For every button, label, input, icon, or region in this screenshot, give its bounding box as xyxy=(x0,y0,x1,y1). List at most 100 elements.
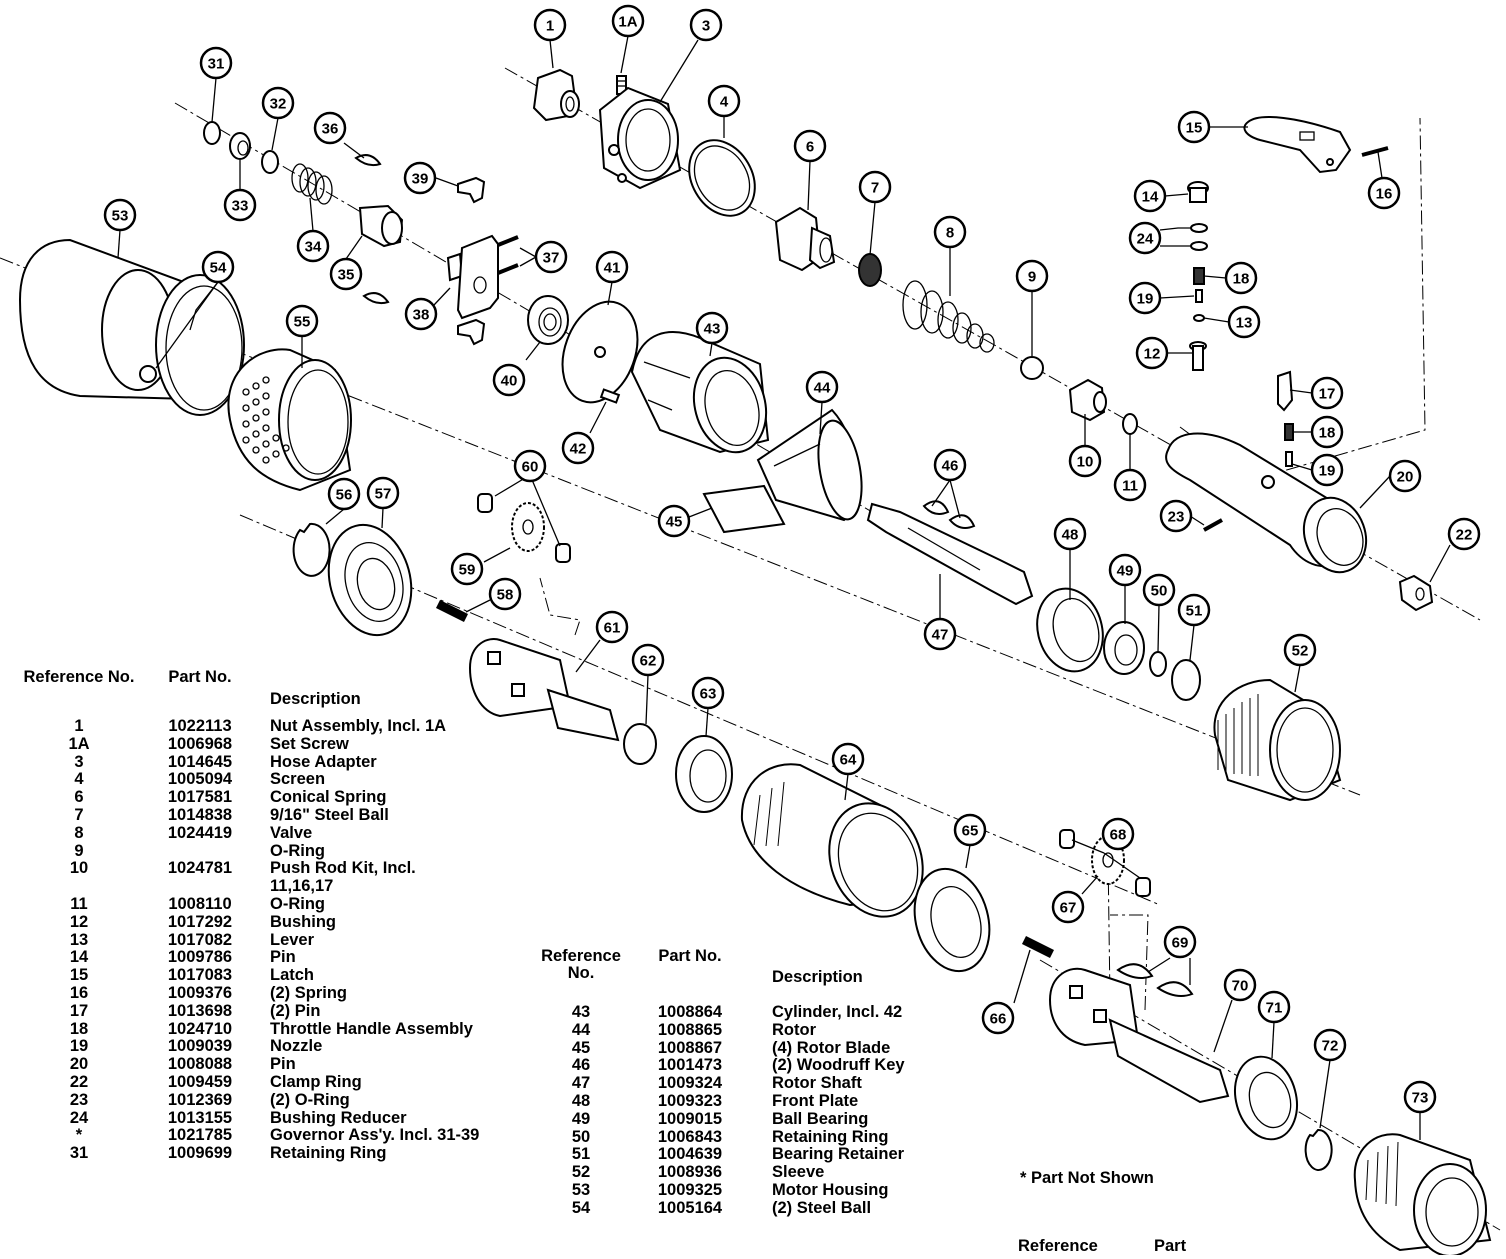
cell-ref: 47 xyxy=(571,1074,591,1093)
callout-47: 47 xyxy=(923,617,957,651)
cell-part: 1013698 xyxy=(167,1001,233,1020)
cell-part: 1012369 xyxy=(167,1090,233,1109)
svg-text:15: 15 xyxy=(1186,120,1203,137)
cell-part: 1021785 xyxy=(167,1126,233,1145)
part-39-weight xyxy=(457,318,486,346)
part-16-spring xyxy=(1193,267,1205,285)
part-57-ball-bearing xyxy=(327,523,413,637)
callout-68: 68 xyxy=(1101,817,1135,851)
cell-part: 1005094 xyxy=(167,770,233,789)
svg-text:61: 61 xyxy=(604,620,621,637)
callout-39: 39 xyxy=(403,161,437,195)
callout-34: 34 xyxy=(296,229,330,263)
callout-73: 73 xyxy=(1403,1080,1437,1114)
callout-60: 60 xyxy=(513,449,547,483)
callout-69: 69 xyxy=(1163,925,1197,959)
callout-4: 7 xyxy=(858,170,892,204)
part-72-retaining-ring xyxy=(1304,1128,1333,1171)
part-39-weight xyxy=(457,176,486,204)
part-32-ring xyxy=(261,150,279,174)
part-3-hose-adapter xyxy=(774,206,836,272)
leader-lines xyxy=(117,35,1451,1140)
part-8-valve xyxy=(1068,378,1107,422)
table1-header-ref: Reference No. xyxy=(23,668,135,686)
cell-desc: Retaining Ring xyxy=(772,1127,889,1146)
callout-7: 9 xyxy=(1015,259,1049,293)
cell-part: 1009323 xyxy=(657,1092,723,1110)
cell-part: 1009039 xyxy=(167,1037,233,1056)
svg-text:40: 40 xyxy=(501,373,518,390)
svg-text:67: 67 xyxy=(1060,900,1077,917)
part-31-retaining-ring xyxy=(203,121,221,145)
part-60-bushing xyxy=(555,543,571,563)
part-38-flyweight-carrier xyxy=(446,234,499,320)
cell-part: 1017083 xyxy=(167,966,233,985)
svg-text:57: 57 xyxy=(375,486,392,503)
svg-text:55: 55 xyxy=(294,314,311,331)
callout-24: 1 xyxy=(533,8,567,42)
part-71-ball-bearing xyxy=(1234,1055,1298,1141)
cell-part: 1017581 xyxy=(167,788,233,807)
cell-ref: 10 xyxy=(69,859,89,878)
part-43-cylinder xyxy=(630,331,770,454)
callout-1a: 1A xyxy=(611,4,645,38)
part-46-woodruff-key xyxy=(922,500,950,515)
svg-text:24: 24 xyxy=(1137,231,1154,248)
part-6-conical-spring xyxy=(902,280,995,353)
part-18-throttle-handle xyxy=(1165,432,1368,574)
part-45-rotor-blade xyxy=(702,484,786,534)
svg-text:34: 34 xyxy=(305,239,322,256)
part-53-motor-housing xyxy=(18,238,245,416)
cell-desc: Screen xyxy=(270,770,326,789)
callout-57: 57 xyxy=(366,476,400,510)
cell-part: 1009324 xyxy=(657,1074,723,1093)
callout-62: 62 xyxy=(631,643,665,677)
cell-desc: Ball Bearing xyxy=(772,1109,869,1128)
cell-part: 1022113 xyxy=(168,717,232,735)
part-68-bushing xyxy=(1135,877,1151,897)
callout-59: 59 xyxy=(450,552,484,586)
cell-ref: 9 xyxy=(74,841,84,860)
svg-text:18: 18 xyxy=(1319,425,1336,442)
svg-text:1A: 1A xyxy=(618,14,637,31)
callout-50: 50 xyxy=(1142,573,1176,607)
part-40-ball-bearing xyxy=(527,295,569,345)
callout-44: 44 xyxy=(805,370,839,404)
svg-text:69: 69 xyxy=(1172,935,1189,952)
cell-desc: Pin xyxy=(270,1055,296,1074)
part-44-rotor xyxy=(756,408,863,522)
cell-part: 1009459 xyxy=(167,1073,233,1091)
svg-text:49: 49 xyxy=(1117,563,1134,580)
svg-text:4: 4 xyxy=(720,94,729,111)
callout-38: 38 xyxy=(404,297,438,331)
callout-46: 46 xyxy=(933,448,967,482)
cell-part: 1005164 xyxy=(657,1198,723,1217)
svg-text:32: 32 xyxy=(270,96,287,113)
svg-text:71: 71 xyxy=(1266,1000,1283,1017)
svg-text:46: 46 xyxy=(942,458,959,475)
part-50-retaining-ring xyxy=(1149,651,1167,677)
svg-text:1: 1 xyxy=(546,18,554,35)
cell-ref: 51 xyxy=(571,1145,591,1164)
svg-text:22: 22 xyxy=(1456,527,1473,544)
part-19-nozzle xyxy=(1398,574,1434,612)
part-41-rear-plate xyxy=(561,300,639,404)
cell-desc: Bushing Reducer xyxy=(270,1108,407,1127)
cell-desc: Throttle Handle Assembly xyxy=(270,1019,473,1038)
svg-text:33: 33 xyxy=(232,198,249,215)
part-60-bushing xyxy=(477,493,493,513)
svg-text:12: 12 xyxy=(1144,346,1161,363)
cell-ref: 1 xyxy=(74,717,84,735)
callout-58: 58 xyxy=(488,577,522,611)
svg-text:56: 56 xyxy=(336,487,353,504)
part-20-pin xyxy=(1203,518,1223,532)
svg-text:7: 7 xyxy=(871,180,879,197)
callout-1: 3 xyxy=(689,8,723,42)
callout-9: 11 xyxy=(1113,468,1147,502)
cell-part: 1008865 xyxy=(657,1020,723,1039)
part-46-woodruff-key xyxy=(948,514,976,529)
callout-43: 43 xyxy=(695,311,729,345)
table3-header-ref: Reference xyxy=(1018,1237,1098,1255)
cell-ref: 24 xyxy=(69,1108,89,1127)
callout-71: 71 xyxy=(1257,990,1291,1024)
